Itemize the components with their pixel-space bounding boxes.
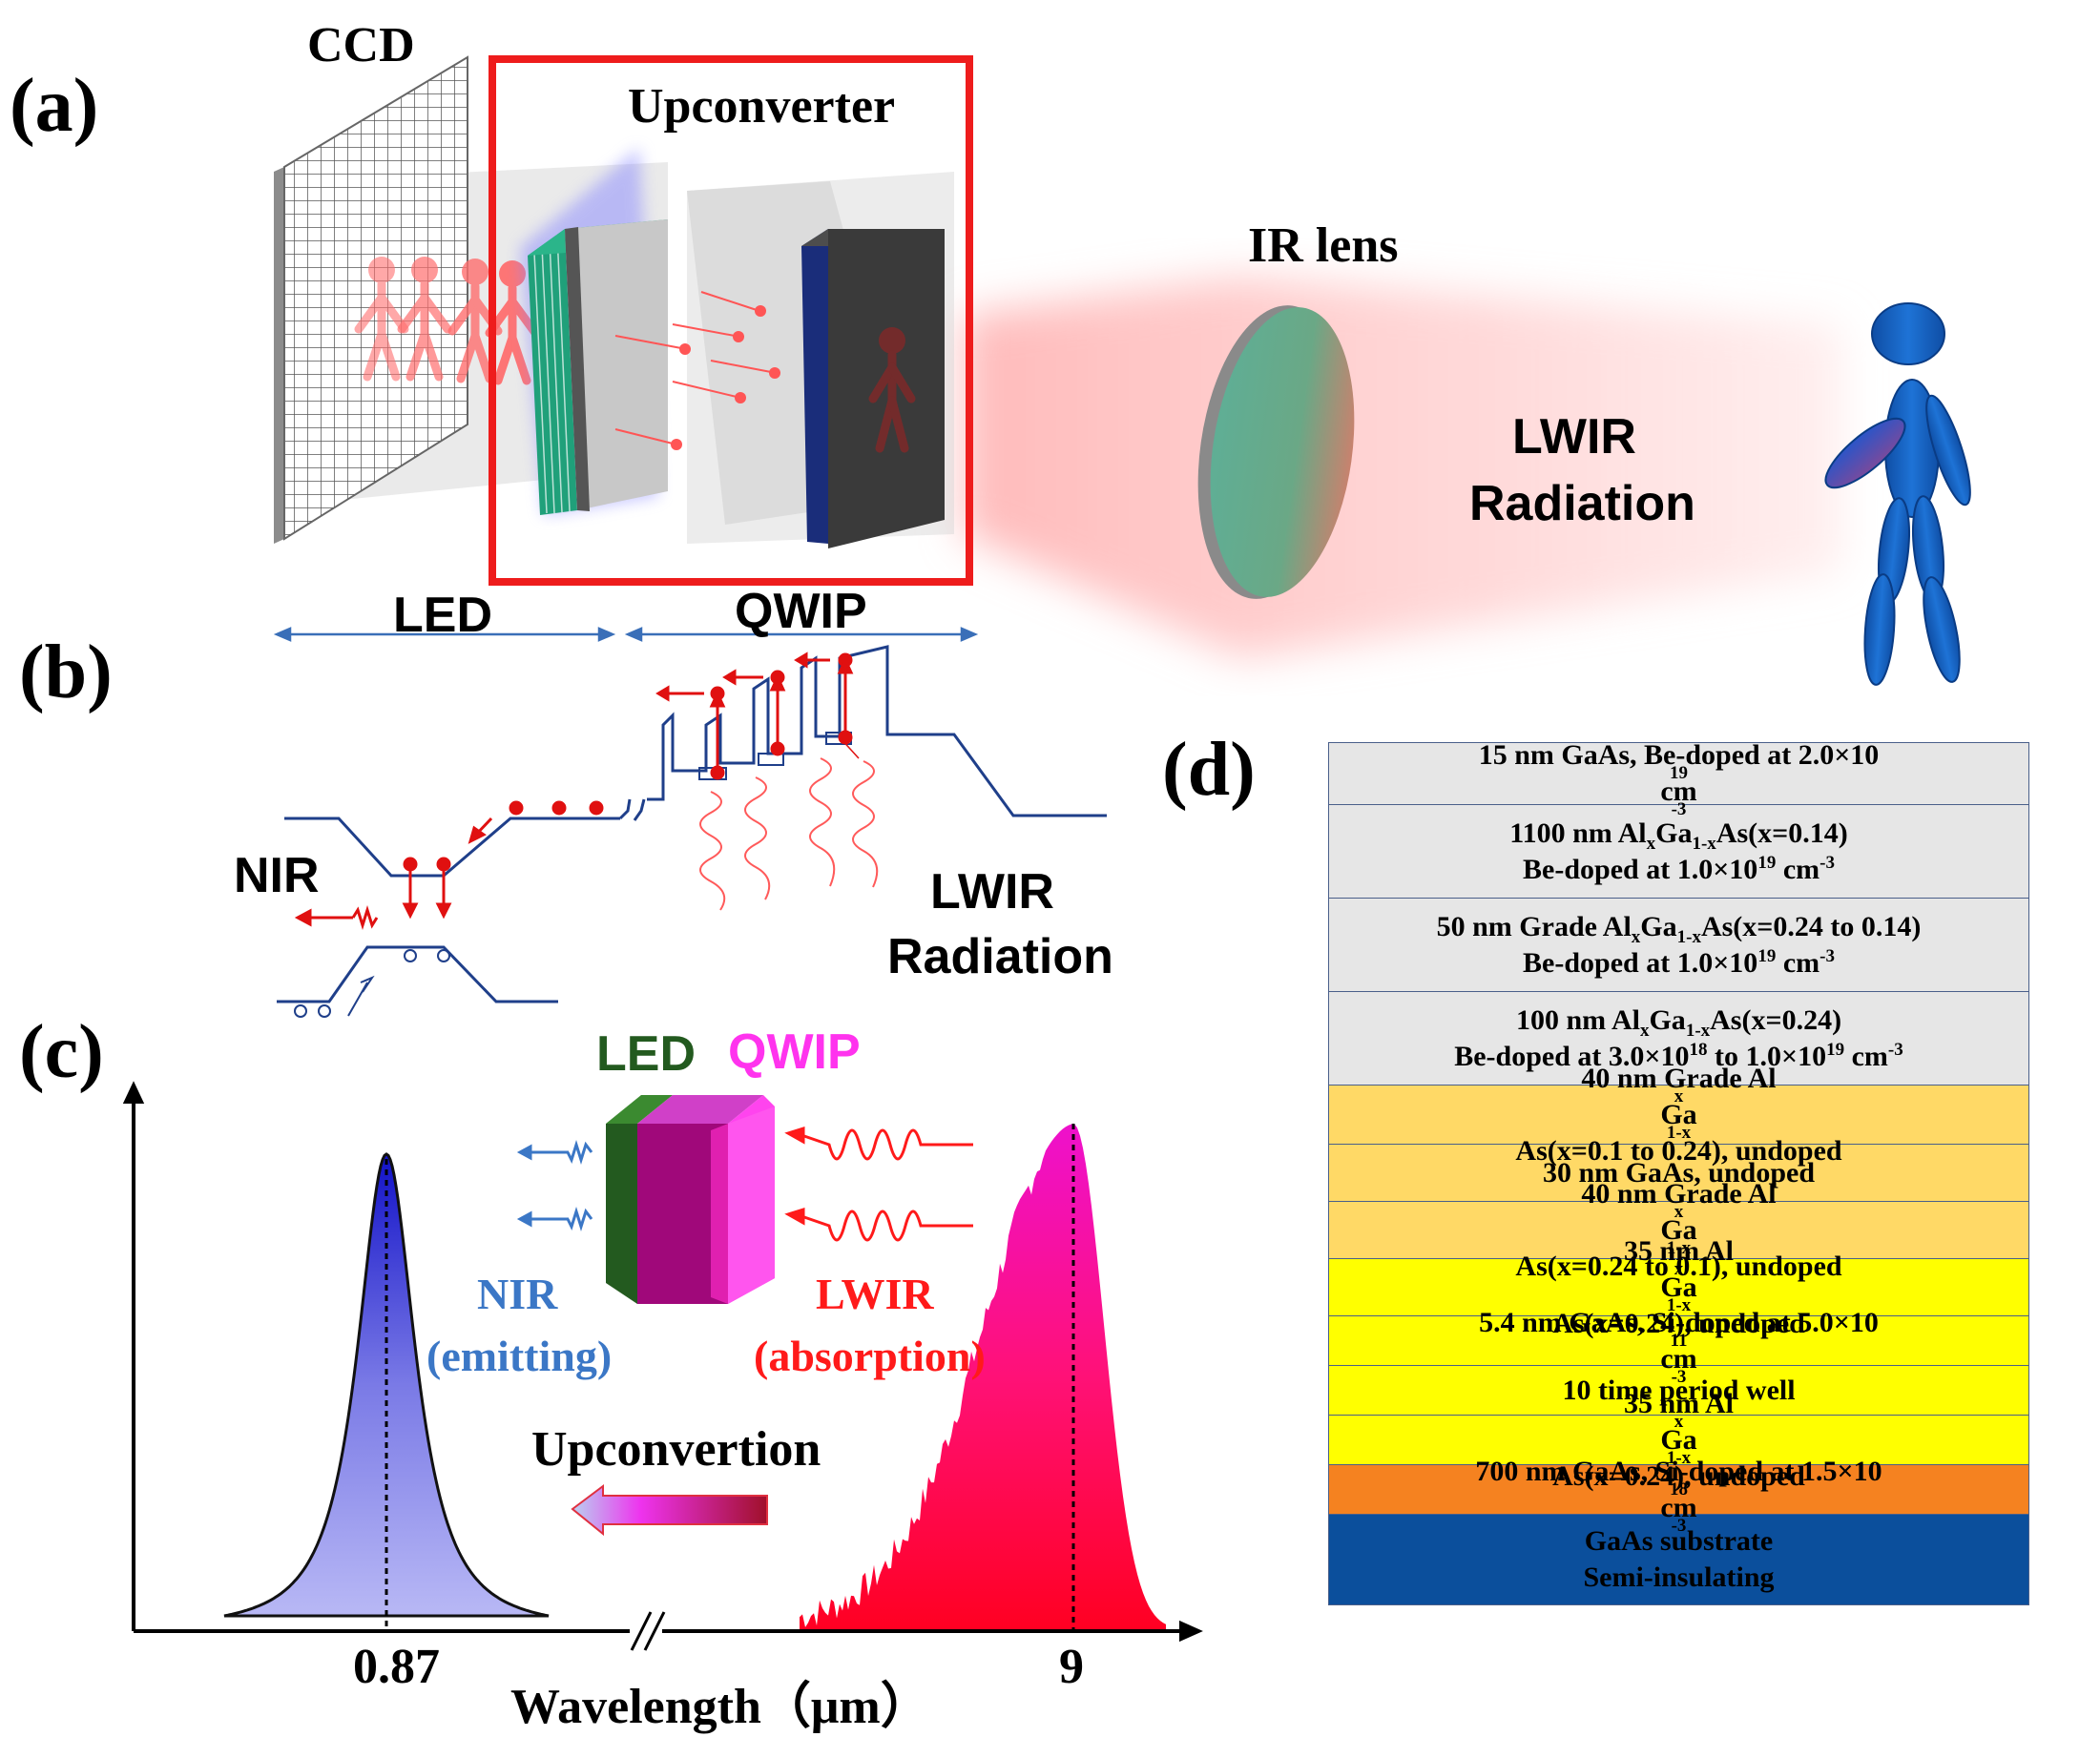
qwip-block-side — [801, 229, 828, 544]
panel-label-a: (a) — [10, 64, 99, 148]
lwir-label-c-2: (absorption) — [754, 1332, 986, 1380]
electrons — [402, 651, 860, 920]
lwir-label-a-1: LWIR — [1512, 409, 1636, 465]
led-region-label: LED — [393, 588, 492, 643]
lwir-waves-c — [784, 1126, 973, 1242]
ir-lens — [1210, 307, 1355, 597]
lwir-beam — [964, 277, 1841, 658]
upconverter-frame — [489, 55, 973, 586]
layer-4: 40 nm Grade AlxGa1-xAs(x=0.1 to 0.24), u… — [1328, 1063, 2029, 1167]
lwir-label-c-1: LWIR — [816, 1270, 934, 1318]
layer-5: 30 nm GaAs, undoped — [1328, 1145, 2029, 1202]
x-tick-0-87: 0.87 — [353, 1640, 440, 1694]
panel-label-b: (b) — [19, 631, 113, 714]
band-diagram — [277, 645, 1107, 1003]
photon-arrows — [614, 291, 780, 450]
nir-emission-b — [294, 904, 379, 931]
panel-label-d: (d) — [1162, 728, 1256, 812]
ccd-grid-side — [274, 167, 284, 544]
led-block-side — [528, 229, 577, 515]
led-block-face — [565, 219, 668, 510]
nir-label-c-2: (emitting) — [426, 1332, 613, 1380]
nir-label-c-1: NIR — [477, 1270, 558, 1318]
lwir-waves-b — [699, 757, 879, 911]
lwir-label-b-1: LWIR — [930, 864, 1054, 920]
region-arrows — [273, 627, 979, 642]
ir-lens-label: IR lens — [1248, 218, 1399, 273]
layer-1: 1100 nm AlxGa1-xAs(x=0.14)Be-doped at 1.… — [1328, 805, 2029, 899]
layer-0: 15 nm GaAs, Be-doped at 2.0×1019 cm-3 — [1328, 739, 2029, 818]
device-cube — [606, 1095, 775, 1304]
panel-label-c: (c) — [19, 1010, 104, 1094]
lwir-label-a-2: Radiation — [1469, 476, 1695, 531]
upconversion-arrow — [571, 1484, 768, 1537]
layer-2: 50 nm Grade AlxGa1-xAs(x=0.24 to 0.14)Be… — [1328, 899, 2029, 992]
layer-3: 100 nm AlxGa1-xAs(x=0.24)Be-doped at 3.0… — [1328, 992, 2029, 1086]
x-tick-9: 9 — [1059, 1640, 1084, 1694]
nir-label-b: NIR — [234, 848, 320, 903]
holes — [294, 949, 450, 1018]
ccd-grid — [283, 55, 468, 541]
x-axis-label: Wavelength（μm） — [510, 1680, 930, 1734]
qwip-block-face — [828, 229, 945, 548]
lwir-label-b-2: Radiation — [887, 929, 1113, 984]
axis-break — [630, 1611, 666, 1651]
nir-emission-c — [516, 1139, 593, 1232]
ccd-label: CCD — [307, 18, 415, 72]
upconvertion-label: Upconvertion — [531, 1422, 821, 1477]
layer-stack: 15 nm GaAs, Be-doped at 2.0×1019 cm-3110… — [1328, 739, 2029, 1605]
qwip-cube-label: QWIP — [728, 1024, 861, 1080]
upconverter-label: Upconverter — [628, 79, 896, 134]
qwip-region-label: QWIP — [735, 584, 867, 639]
layer-9: 10 time period well — [1328, 1366, 2029, 1416]
qwip-image-person — [868, 327, 916, 453]
layer-11: 700 nm GaAs, Si-doped at 1.5×1018 cm-3 — [1328, 1456, 2029, 1535]
led-block-edge — [565, 227, 590, 511]
led-layers — [533, 234, 571, 514]
lwir-source-person — [1824, 302, 1971, 686]
led-cube-label: LED — [596, 1026, 696, 1082]
